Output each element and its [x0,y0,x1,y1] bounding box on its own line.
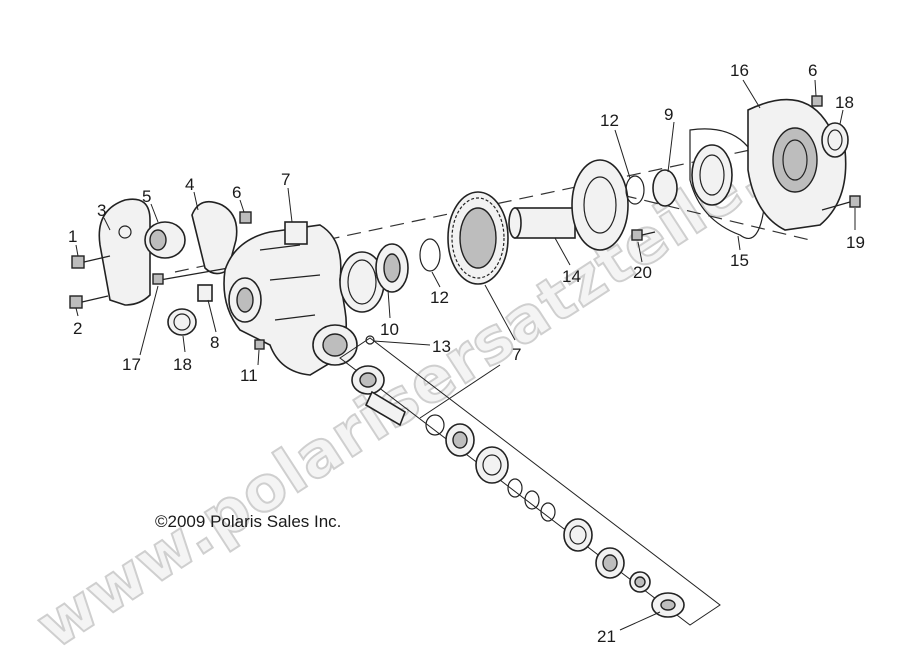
callout-9: 9 [664,105,673,124]
bushing-5 [144,221,186,259]
right-bracket [191,200,238,275]
callout-12-left: 12 [430,288,449,307]
callout-labels: 1 2 3 4 5 6 7 8 17 18 11 13 10 12 7 14 2… [68,61,865,646]
flange-axis-line [579,184,811,241]
callout-6-right: 6 [808,61,817,80]
nut-6-left [239,211,252,224]
oring-13 [365,335,375,345]
pinion-gear [351,365,406,427]
hub-14 [508,159,629,251]
callout-14: 14 [562,267,581,286]
cover-16 [747,98,847,231]
callout-20: 20 [633,263,652,282]
callout-7: 7 [281,170,290,189]
seal-18-right [821,122,849,158]
callout-13: 13 [432,337,451,356]
pinion-stack [425,414,685,618]
bolt-19 [821,195,861,211]
spacer-8 [197,284,213,302]
callout-16: 16 [730,61,749,80]
seal-18-left [167,308,197,336]
callout-10: 10 [380,320,399,339]
bolt-20 [631,229,656,241]
copyright-notice: ©2009 Polaris Sales Inc. [155,512,341,531]
shim-12-left [419,238,441,272]
callout-12-right: 12 [600,111,619,130]
bearing-9 [652,144,733,207]
left-bracket-hole [118,225,132,239]
callout-11: 11 [240,366,258,385]
callout-17: 17 [122,355,141,374]
gasket-15 [689,128,766,240]
callout-21: 21 [597,627,616,646]
callout-15: 15 [730,251,749,270]
long-bolt-head [152,273,164,285]
callout-3: 3 [97,201,106,220]
callout-5: 5 [142,187,151,206]
leader-lines [75,79,856,631]
callout-2: 2 [73,319,82,338]
callout-1: 1 [68,227,77,246]
callout-19: 19 [846,233,865,252]
gearcase-housing [223,221,358,376]
bearing-10 [339,243,409,313]
callout-7-lower: 7 [512,345,521,364]
shim-12-right [625,175,645,205]
ring-gear [447,191,509,285]
callout-4: 4 [185,175,194,194]
callout-18-right: 18 [835,93,854,112]
nut-6-right [811,95,823,107]
callout-8: 8 [210,333,219,352]
left-bracket [98,198,151,306]
callout-6: 6 [232,183,241,202]
bolt-11 [254,339,265,350]
bolt-2 [69,295,109,309]
callout-18: 18 [173,355,192,374]
